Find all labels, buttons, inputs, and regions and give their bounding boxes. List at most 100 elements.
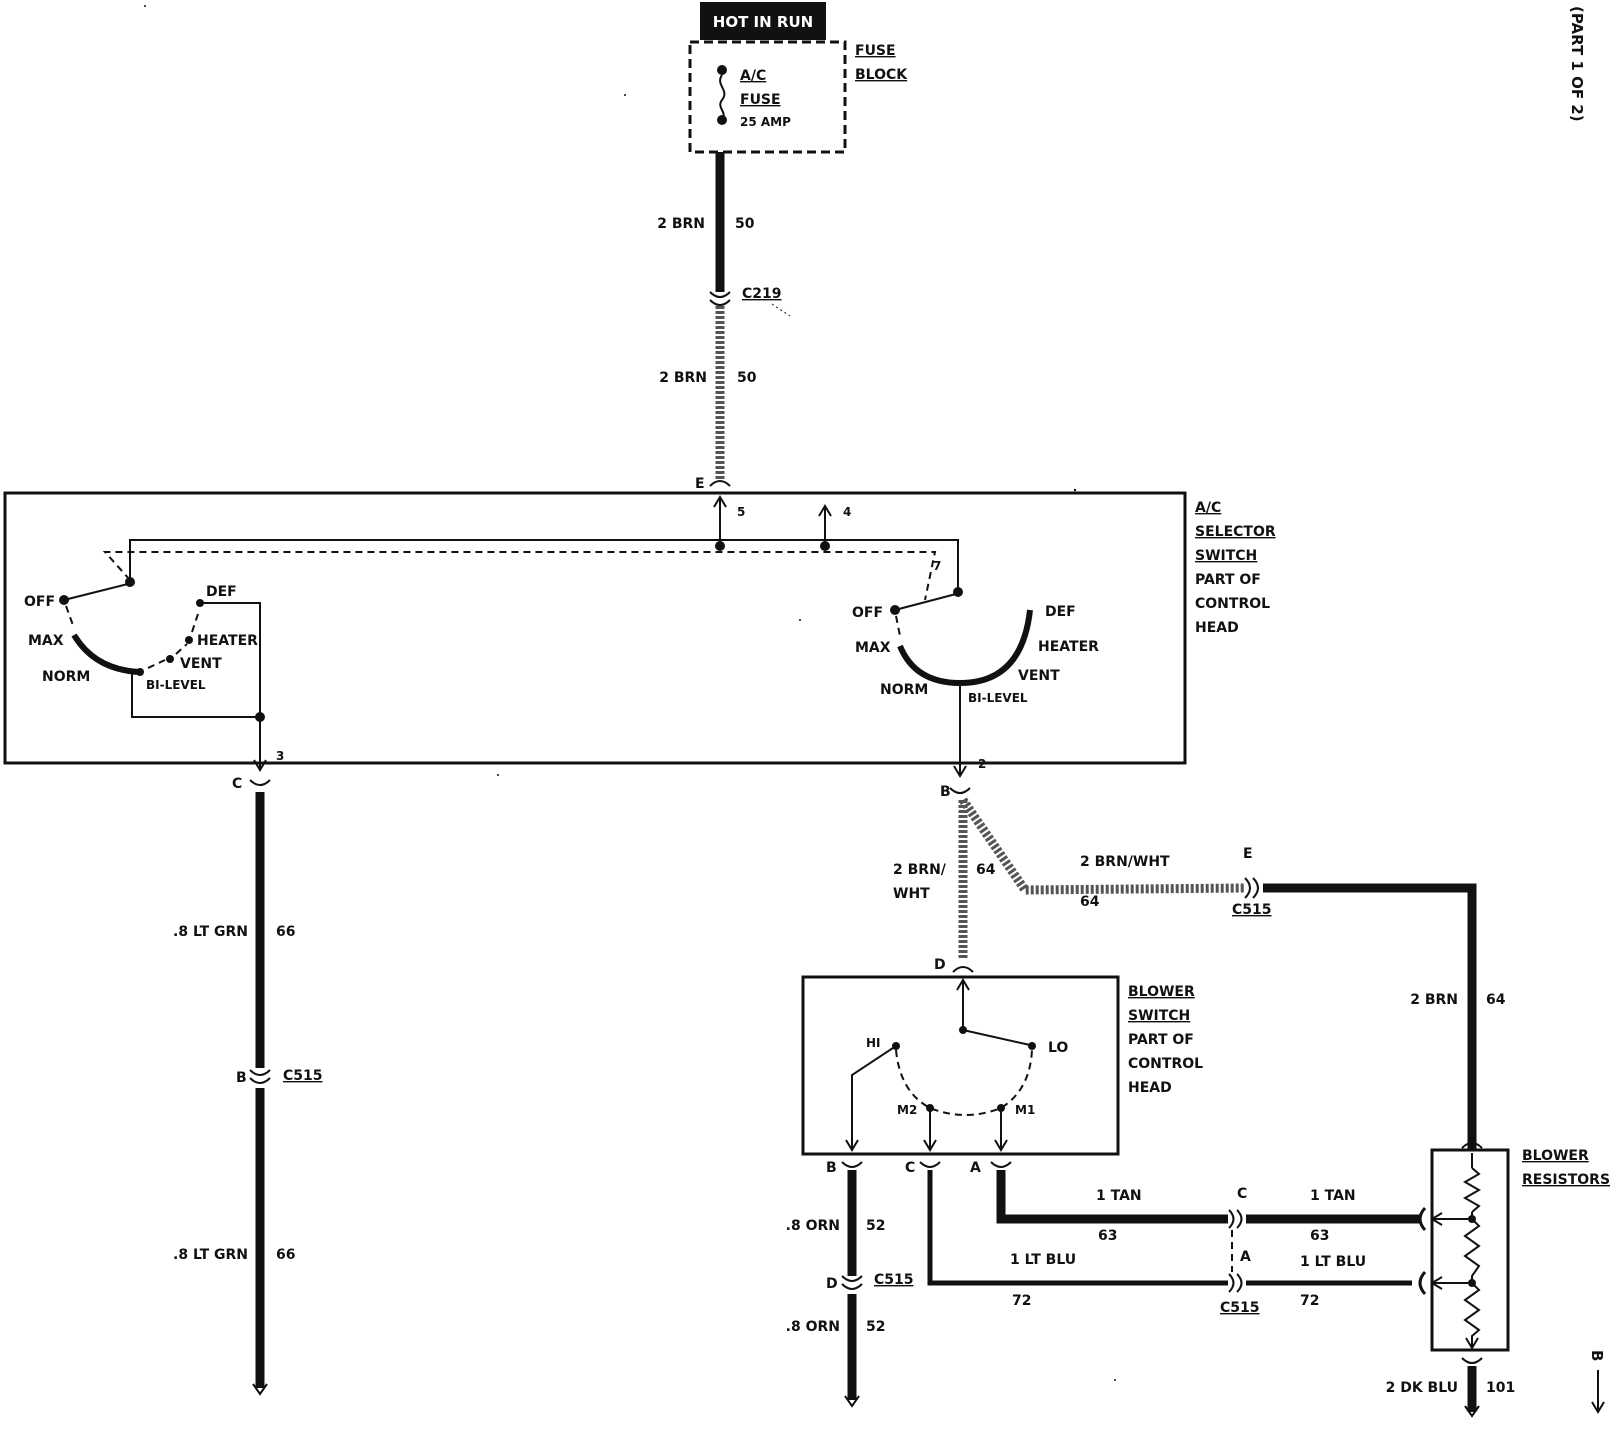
- pin-b-left-label: B: [236, 1070, 247, 1086]
- wire-52-top-gauge: .8 ORN: [786, 1218, 840, 1234]
- connector-c219: [709, 291, 731, 306]
- wire-72-right-circuit: 72: [1300, 1293, 1319, 1309]
- wire-66-end-arrow: [252, 1383, 268, 1396]
- wire-72-left-circuit: 72: [1012, 1293, 1031, 1309]
- wire-64-upper-gauge: 2 BRN/WHT: [1080, 854, 1170, 870]
- left-vent-label: VENT: [180, 656, 222, 672]
- wire-63-right-gauge: 1 TAN: [1310, 1188, 1356, 1204]
- right-norm-label: NORM: [880, 682, 928, 698]
- connector-c-blower: [919, 1161, 941, 1168]
- blower-switch-internals: [845, 978, 1036, 1152]
- wire-64-right-gauge: 2 BRN: [1410, 992, 1458, 1008]
- connector-b-blower: [841, 1161, 863, 1168]
- c515-a-label: C515: [1220, 1300, 1260, 1316]
- wire-101-gauge: 2 DK BLU: [1386, 1380, 1458, 1396]
- pin-c-blower-label: C: [905, 1160, 915, 1176]
- c219-leader: [771, 303, 791, 317]
- left-off-label: OFF: [24, 594, 55, 610]
- selector-desc-2: CONTROL: [1195, 596, 1270, 612]
- connector-c219-label: C219: [742, 286, 782, 302]
- pin-7-label: 7: [933, 559, 941, 573]
- blower-resistors-title-2: RESISTORS: [1522, 1172, 1610, 1188]
- pin-b-selector-label: B: [940, 784, 951, 800]
- continuation-label: B: [1588, 1350, 1606, 1361]
- selector-desc-3: HEAD: [1195, 620, 1239, 636]
- wire-66-bottom-circuit: 66: [276, 1247, 295, 1263]
- wire-64-right: [1263, 883, 1477, 1150]
- connector-resistors-top: [1461, 1142, 1483, 1149]
- selector-right-dial: [890, 587, 1033, 778]
- left-norm-label: NORM: [42, 669, 90, 685]
- pin-3-label: 3: [276, 749, 284, 763]
- fuse-label-1: A/C: [740, 68, 766, 84]
- left-heater-label: HEATER: [197, 633, 258, 649]
- blower-switch-desc-2: CONTROL: [1128, 1056, 1203, 1072]
- pin-c-c515-label: C: [1237, 1186, 1247, 1202]
- c515-left-label: C515: [283, 1068, 323, 1084]
- blower-switch-title-1: BLOWER: [1128, 984, 1195, 1000]
- scan-specks: [144, 5, 1116, 1381]
- right-max-label: MAX: [855, 640, 891, 656]
- wire-64-upper-circuit: 64: [1080, 894, 1100, 910]
- pin-e-c515-label: E: [1243, 846, 1253, 862]
- left-bilevel-label: BI-LEVEL: [146, 678, 206, 692]
- c515-e-label: C515: [1232, 902, 1272, 918]
- connector-resistors-bottom: [1461, 1357, 1483, 1364]
- pin-2-label: 2: [978, 757, 986, 771]
- fuse-label-2: FUSE: [740, 92, 781, 108]
- connector-e-top: [709, 480, 731, 487]
- selector-switch-box: [3, 491, 1187, 765]
- connector-b-selector: [949, 787, 971, 794]
- wire-50-top-gauge: 2 BRN: [657, 216, 705, 232]
- c515-d-label: C515: [874, 1272, 914, 1288]
- pin-4-label: 4: [843, 505, 851, 519]
- wire-101-end-arrow: [1464, 1405, 1480, 1418]
- pin-c-left-label: C: [232, 776, 242, 792]
- left-def-label: DEF: [206, 584, 237, 600]
- wire-50-top-circuit: 50: [735, 216, 755, 232]
- right-bilevel-label: BI-LEVEL: [968, 691, 1028, 705]
- wire-63-left-gauge: 1 TAN: [1096, 1188, 1142, 1204]
- selector-title-3: SWITCH: [1195, 548, 1257, 564]
- page-label: (PART 1 OF 2): [1568, 6, 1586, 122]
- fuse-block-box: [688, 40, 847, 154]
- blower-m2-label: M2: [897, 1103, 917, 1117]
- continuation-arrow: [1591, 1370, 1605, 1414]
- selector-title-2: SELECTOR: [1195, 524, 1276, 540]
- blower-switch-box: [801, 975, 1120, 1156]
- pin-d-blower-label: D: [934, 957, 946, 973]
- wire-66-bottom-gauge: .8 LT GRN: [173, 1247, 248, 1263]
- connector-c515-d: [841, 1275, 863, 1290]
- wire-52-bottom-circuit: 52: [866, 1319, 885, 1335]
- wire-50-bottom-gauge: 2 BRN: [659, 370, 707, 386]
- blower-switch-title-2: SWITCH: [1128, 1008, 1190, 1024]
- wire-101-circuit: 101: [1486, 1380, 1515, 1396]
- pin-5-label: 5: [737, 505, 745, 519]
- right-vent-label: VENT: [1018, 668, 1060, 684]
- blower-lo-label: LO: [1048, 1040, 1068, 1056]
- wire-52-top-circuit: 52: [866, 1218, 885, 1234]
- pin-a-c515-label: A: [1240, 1249, 1251, 1265]
- fuse-rating: 25 AMP: [740, 115, 791, 129]
- pin-d-c515-label: D: [826, 1276, 838, 1292]
- wire-72-right-gauge: 1 LT BLU: [1300, 1254, 1366, 1270]
- right-def-label: DEF: [1045, 604, 1076, 620]
- fuse-block-label-2: BLOCK: [855, 67, 908, 83]
- selector-title-1: A/C: [1195, 500, 1221, 516]
- connector-c515-left: [249, 1069, 271, 1084]
- fuse-symbol: [717, 65, 727, 125]
- pin-a-blower-label: A: [970, 1160, 981, 1176]
- connector-c-left: [249, 779, 271, 786]
- wire-64-left-gauge-2: WHT: [893, 886, 930, 902]
- connector-a-blower: [990, 1161, 1012, 1168]
- hot-in-run-label: HOT IN RUN: [713, 13, 813, 31]
- connector-c515-c: [1228, 1209, 1243, 1229]
- blower-switch-desc-1: PART OF: [1128, 1032, 1194, 1048]
- wire-64-upper: [959, 797, 1246, 895]
- wire-72-left: [927, 1170, 1228, 1286]
- connector-c515-e: [1244, 877, 1259, 899]
- left-max-label: MAX: [28, 633, 64, 649]
- wire-52-bottom-gauge: .8 ORN: [786, 1319, 840, 1335]
- blower-hi-label: HI: [866, 1036, 881, 1050]
- wire-66-top-circuit: 66: [276, 924, 295, 940]
